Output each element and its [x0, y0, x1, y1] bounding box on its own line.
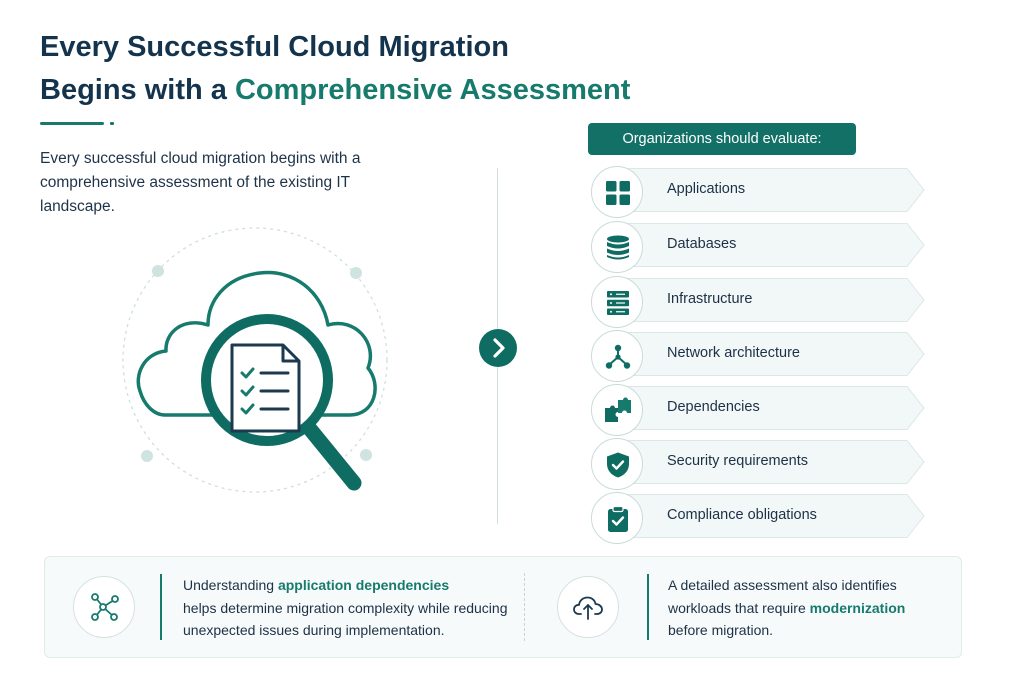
list-item-compliance-obligations: Compliance obligations: [591, 492, 931, 544]
bottom-panel-divider: [524, 573, 525, 641]
list-item-band: [613, 223, 925, 267]
list-item-icon-circle: [591, 166, 643, 218]
dashed-orbit: [122, 227, 388, 493]
list-item-band: [613, 332, 925, 376]
server-rack-icon: [607, 291, 629, 315]
application-dependencies-highlight: application dependencies: [277, 577, 450, 593]
list-item-icon-circle: [591, 330, 643, 382]
list-item-label: Applications: [667, 181, 746, 197]
list-item-band: [613, 278, 925, 322]
puzzle-pieces-icon: [605, 397, 631, 422]
list-item-icon-circle: [591, 438, 643, 490]
list-item-dependencies: Dependencies: [591, 384, 931, 436]
intro-text: Every successful cloud migration begins …: [40, 150, 361, 215]
bottom-right-icon-circle: [557, 576, 619, 638]
list-item-label: Security requirements: [667, 453, 809, 469]
list-item-security-requirements: Security requirements: [591, 438, 931, 490]
list-item-icon-circle: [591, 221, 643, 273]
cloud-outline-icon: [136, 270, 377, 417]
list-item-network-architecture: Network architecture: [591, 330, 931, 382]
bottom-right-text-pre: A detailed assessment also identifies wo…: [668, 577, 897, 616]
orbit-dot: [360, 449, 372, 461]
title-underline: [40, 122, 104, 125]
list-item-icon-circle: [591, 492, 643, 544]
list-item-band: [613, 494, 925, 538]
title-underline-dot: [110, 122, 114, 125]
title-line-1: Every Successful Cloud Migration: [40, 31, 509, 63]
list-item-label: Compliance obligations: [667, 507, 817, 523]
list-item-band: [613, 440, 925, 484]
list-item-icon-circle: [591, 384, 643, 436]
list-item-band: [613, 168, 925, 212]
list-item-label: Network architecture: [667, 345, 800, 361]
network-nodes-icon: [605, 344, 631, 369]
list-item-label: Dependencies: [667, 399, 760, 415]
bottom-left-icon-circle: [73, 576, 135, 638]
evaluation-list: Applications Databases Infrastructu: [591, 166, 931, 546]
shield-check-icon: [607, 452, 629, 478]
database-icon: [607, 235, 629, 260]
chevron-right-button[interactable]: [479, 329, 517, 367]
title-line-2-accent: Comprehensive Assessment: [234, 74, 631, 106]
cloud-upload-icon: [573, 596, 603, 620]
chevron-right-icon: [493, 338, 505, 358]
bottom-info-panel: [44, 556, 962, 658]
orbit-dot: [152, 265, 164, 277]
list-item-databases: Databases: [591, 221, 931, 273]
applications-grid-icon: [606, 181, 630, 205]
evaluate-heading: Organizations should evaluate:: [588, 123, 856, 155]
bottom-left-text-post: helps determine migration complexity whi…: [183, 599, 508, 639]
title-line-2-prefix: Begins with a: [40, 74, 235, 106]
bottom-right-text-post: before migration.: [668, 622, 774, 638]
list-item-icon-circle: [591, 276, 643, 328]
orbit-dot: [350, 267, 362, 279]
bottom-left-text: Understanding application dependencies h…: [183, 574, 518, 642]
list-item-infrastructure: Infrastructure: [591, 276, 931, 328]
list-item-label: Infrastructure: [667, 291, 753, 307]
list-item-band: [613, 386, 925, 430]
dependency-network-icon: [91, 593, 119, 621]
list-item-label: Databases: [667, 236, 737, 252]
clipboard-check-icon: [608, 505, 628, 532]
bottom-left-accent-bar: [160, 574, 162, 640]
page-title: Every Successful Cloud Migration Begins …: [40, 26, 630, 112]
bottom-left-text-pre: Understanding: [183, 577, 278, 593]
cloud-assessment-illustration: [122, 227, 388, 493]
checklist-document-icon: [230, 343, 301, 433]
modernization-highlight: modernization: [809, 599, 906, 616]
list-item-applications: Applications: [591, 166, 931, 218]
orbit-dot: [141, 450, 153, 462]
bottom-right-accent-bar: [647, 574, 649, 640]
bottom-right-text: A detailed assessment also identifies wo…: [668, 574, 938, 642]
